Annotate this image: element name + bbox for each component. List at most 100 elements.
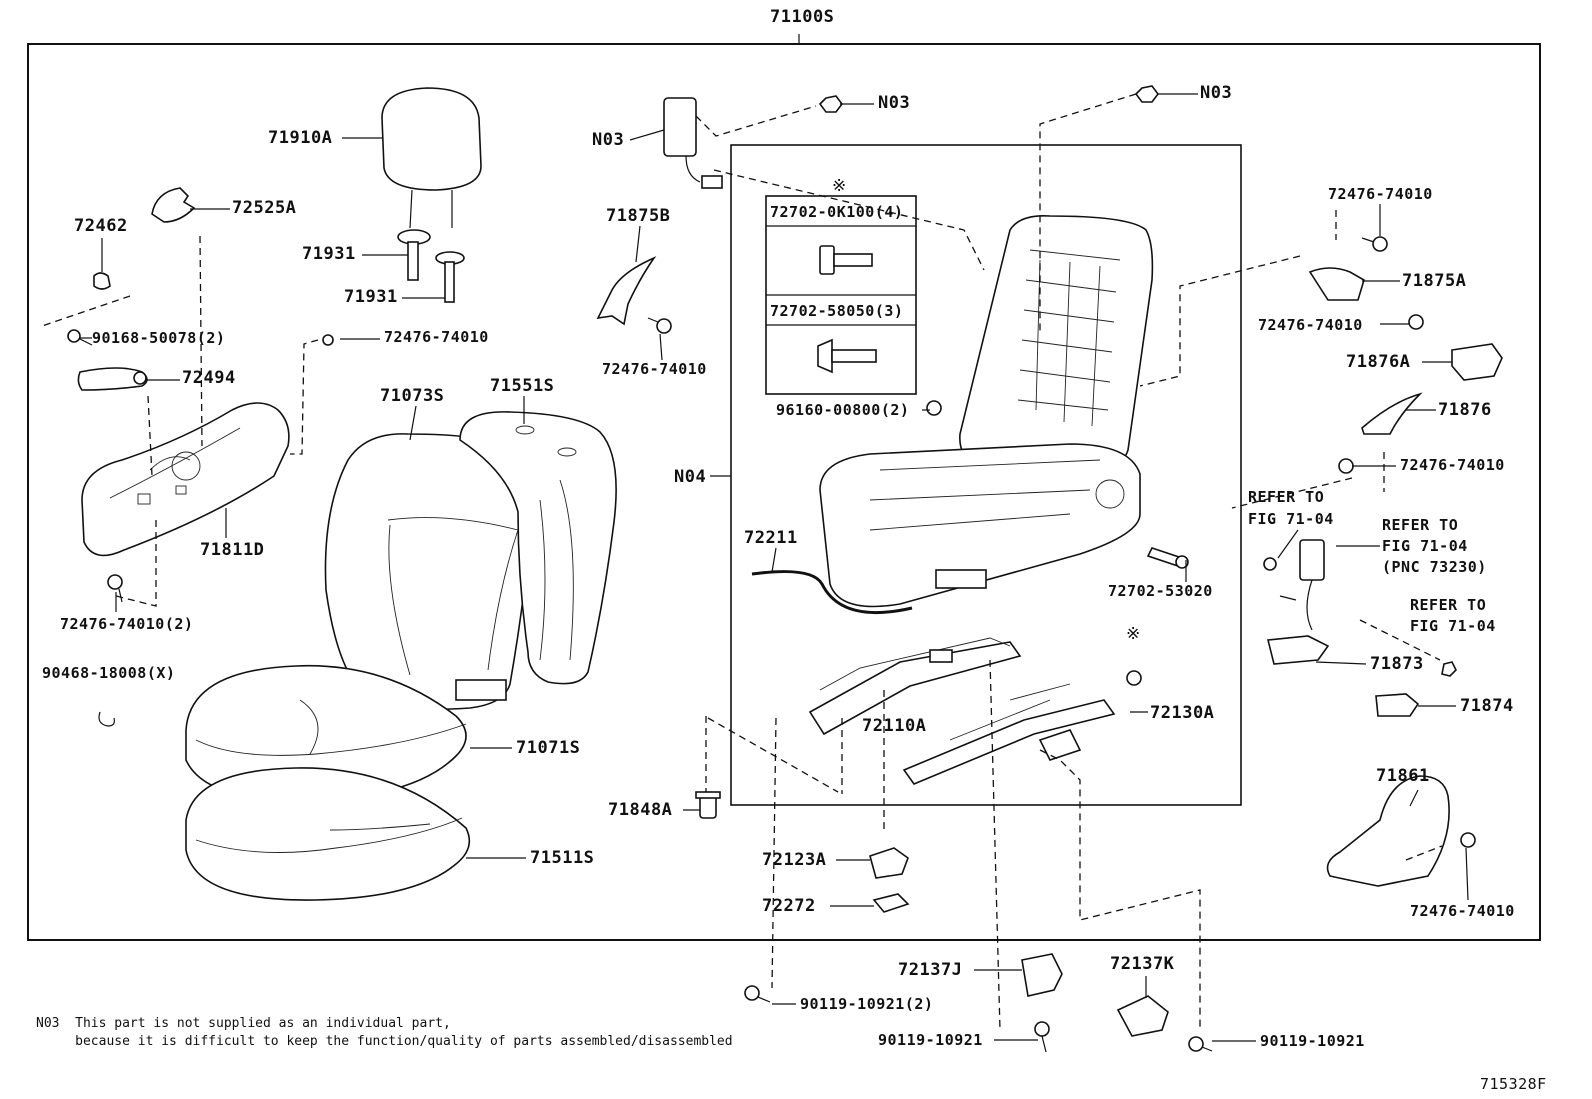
callout-72123A: 72123A [762,850,827,870]
bolt-icon [1146,547,1189,569]
callout-72702-53020: 72702-53020 [1108,582,1213,600]
clip-icon [926,400,942,416]
callout-71910A: 71910A [268,128,333,148]
headrest-icon [381,87,482,229]
figure-id: 715328F [1480,1075,1547,1093]
knob-icon [151,187,196,223]
callout-N03: N03 [1200,83,1233,103]
callout-71071S: 71071S [516,738,581,758]
grommet-icon [695,791,721,819]
refer-note: REFER TO [1410,596,1487,614]
screw-icon [1361,236,1388,252]
nut-icon [818,95,843,113]
callout-71511S: 71511S [530,848,595,868]
bolt-icon [1188,1036,1213,1052]
recline-lever-icon [77,367,148,391]
callout-90119-10921-2: 90119-10921(2) [800,995,934,1013]
callout-96160-00800: 96160-00800(2) [776,401,910,419]
callout-90119-10921: 90119-10921 [1260,1032,1365,1050]
bracket-icon [596,256,657,326]
cap-icon [1126,670,1142,686]
callout-N04: N04 [674,467,707,487]
screw-icon [647,317,672,334]
cover-icon [1116,995,1169,1037]
callout-90168-50078: 90168-50078(2) [92,329,226,347]
callout-72211: 72211 [744,528,798,548]
cover-icon [1451,343,1503,381]
footnote-line-1: N03 This part is not supplied as an indi… [36,1016,451,1031]
refer-note: REFER TO [1382,516,1459,534]
bracket-icon [1375,693,1420,717]
callout-72476-74010: 72476-74010 [384,328,489,346]
callout-71876: 71876 [1438,400,1492,420]
callout-72476-74010-2: 72476-74010(2) [60,615,194,633]
callout-mark: ※ [1126,624,1141,644]
callout-72137J: 72137J [898,960,963,980]
bolt-72702-0K100-icon [819,245,873,275]
callout-72476-74010: 72476-74010 [1400,456,1505,474]
callout-72494: 72494 [182,368,236,388]
callout-72476-74010: 72476-74010 [1328,185,1433,203]
seat-cushion-pad-icon [185,767,471,901]
screw-icon [107,574,123,603]
refer-note: FIG 71-04 [1248,510,1334,528]
side-shield-icon [81,402,290,557]
clip-icon [869,847,909,879]
nut-icon [1441,661,1457,677]
callout-71861: 71861 [1376,766,1430,786]
callout-71073S: 71073S [380,386,445,406]
callout-N03: N03 [878,93,911,113]
seatback-pad-icon [459,411,617,685]
screw-icon [1460,832,1476,848]
headrest-guide-icon [397,229,465,303]
screw-icon [1408,314,1424,330]
callout-71811D: 71811D [200,540,265,560]
callout-90119-10921: 90119-10921 [878,1031,983,1049]
cover-icon [1021,953,1063,997]
callout-72110A: 72110A [862,716,927,736]
callout-71875A: 71875A [1402,271,1467,291]
callout-71931: 71931 [344,287,398,307]
screw-icon [67,329,93,346]
frame-sub-assembly-box [730,144,1242,806]
diagram-title: 71100S [770,7,835,27]
dashed-assembly-lines [41,93,1443,1031]
bolt-icon [1034,1021,1050,1053]
callout-72702-0K100: 72702-0K100(4) [770,203,904,221]
seat-cover-icon [1326,775,1450,887]
callout-71873: 71873 [1370,654,1424,674]
callout-71931: 71931 [302,244,356,264]
callout-N03: N03 [592,130,625,150]
seat-track-inner-icon [808,637,1022,736]
clip-icon [98,711,115,727]
leader-lines [80,93,1469,1042]
seat-belt-buckle-icon [1263,539,1325,631]
callout-72476-74010: 72476-74010 [602,360,707,378]
footnote-line-2: because it is difficult to keep the func… [36,1034,733,1049]
callout-72272: 72272 [762,896,816,916]
assembly-frame [27,43,1541,941]
callout-72476-74010: 72476-74010 [1410,902,1515,920]
screw-icon [322,334,334,346]
callout-72130A: 72130A [1150,703,1215,723]
screw-icon [1338,458,1354,474]
callout-72525A: 72525A [232,198,297,218]
callout-71551S: 71551S [490,376,555,396]
callout-71874: 71874 [1460,696,1514,716]
callout-72137K: 72137K [1110,954,1175,974]
seat-frame-icon [819,214,1154,608]
refer-note: FIG 71-04 [1410,617,1496,635]
seat-track-outer-icon [902,683,1116,785]
bracket-icon [1266,635,1330,665]
bolt-72702-58050-icon [817,338,877,374]
clip-icon [872,893,910,913]
bracket-icon [1308,267,1365,301]
inset-mark: ※ [832,176,847,196]
callout-72702-58050: 72702-58050(3) [770,302,904,320]
refer-note: (PNC 73230) [1382,558,1487,576]
callout-90468-18008: 90468-18008(X) [42,664,176,682]
callout-72462: 72462 [74,216,128,236]
nut-icon [1134,85,1159,103]
bracket-icon [1361,392,1423,435]
